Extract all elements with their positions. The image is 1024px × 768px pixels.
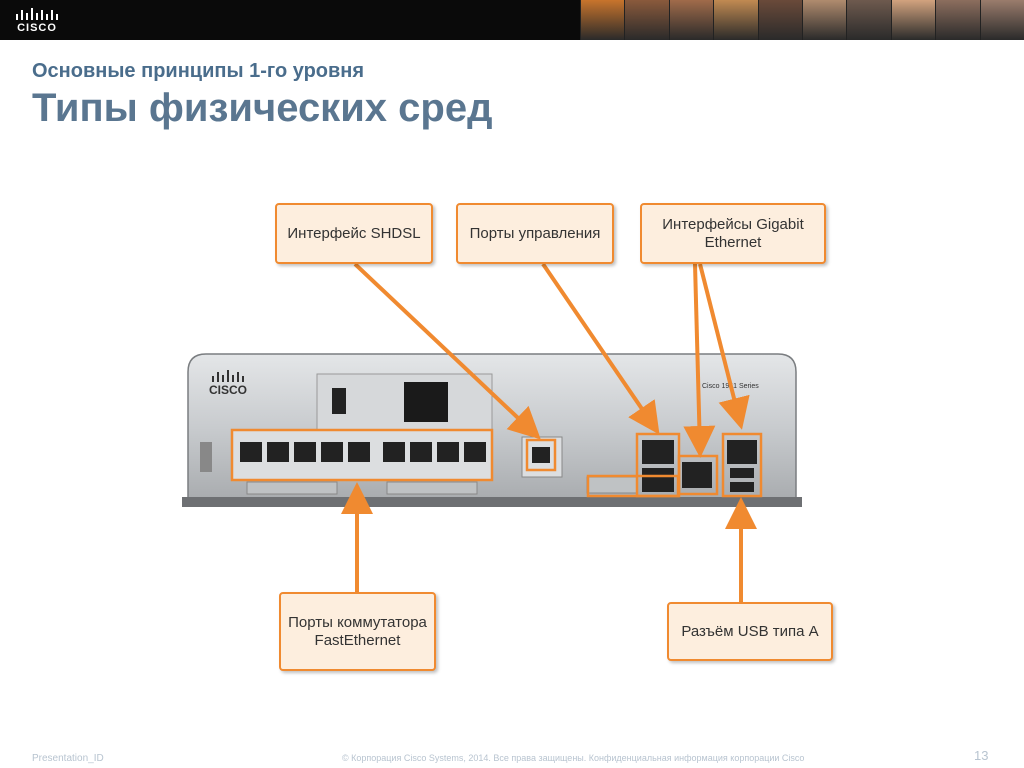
rj45-port	[437, 442, 459, 462]
power-socket	[404, 382, 448, 422]
gigabit-port-1	[682, 462, 712, 488]
router-illustration: CISCO Cisco 1941 Series	[182, 353, 802, 507]
usb-port-2	[730, 482, 754, 492]
rj45-port	[321, 442, 343, 462]
rj45-port	[383, 442, 405, 462]
arrow-management	[541, 262, 660, 435]
callout-management-ports: Порты управления	[456, 203, 614, 264]
arrow-shdsl	[353, 262, 541, 440]
console-port	[642, 440, 674, 464]
callout-switch-ports: Порты коммутатора FastEthernet	[279, 592, 436, 671]
rj45-port	[348, 442, 370, 462]
rj45-port	[294, 442, 316, 462]
header-photo	[713, 0, 758, 40]
rj45-port	[240, 442, 262, 462]
rj45-port	[410, 442, 432, 462]
aux-port	[642, 468, 674, 492]
usb-port-1	[730, 468, 754, 478]
header-bar: CISCO	[0, 0, 1024, 40]
callout-shdsl: Интерфейс SHDSL	[275, 203, 433, 264]
cisco-bars-icon	[16, 8, 58, 20]
header-photo	[624, 0, 669, 40]
page-number: 13	[974, 748, 989, 763]
rj45-port	[267, 442, 289, 462]
shdsl-port	[532, 447, 550, 463]
header-photo	[846, 0, 891, 40]
header-photo	[979, 0, 1024, 40]
logo-wordmark: CISCO	[17, 22, 57, 34]
photo-strip	[580, 0, 1024, 40]
gigabit-port-2	[727, 440, 757, 464]
header-photo	[580, 0, 625, 40]
header-photo	[890, 0, 936, 40]
device-logo: CISCO	[209, 370, 247, 397]
arrow-gigabit-2	[698, 263, 750, 430]
header-photo	[935, 0, 980, 40]
power-switch	[332, 388, 346, 414]
footer-presentation-id: Presentation_ID	[32, 753, 104, 764]
footer-copyright: © Корпорация Cisco Systems, 2014. Все пр…	[342, 753, 805, 763]
callout-usb: Разъём USB типа A	[667, 602, 833, 661]
arrow-gigabit-1	[683, 263, 716, 458]
header-photo	[668, 0, 714, 40]
device-brand: CISCO	[209, 383, 247, 397]
callout-gigabit: Интерфейсы Gigabit Ethernet	[640, 203, 826, 264]
fastethernet-ports	[240, 442, 486, 462]
slide-title: Типы физических сред	[32, 86, 493, 130]
rj45-port	[464, 442, 486, 462]
cisco-logo: CISCO	[12, 6, 62, 36]
header-photo	[757, 0, 803, 40]
slide-subtitle: Основные принципы 1-го уровня	[32, 60, 365, 82]
header-photo	[802, 0, 847, 40]
